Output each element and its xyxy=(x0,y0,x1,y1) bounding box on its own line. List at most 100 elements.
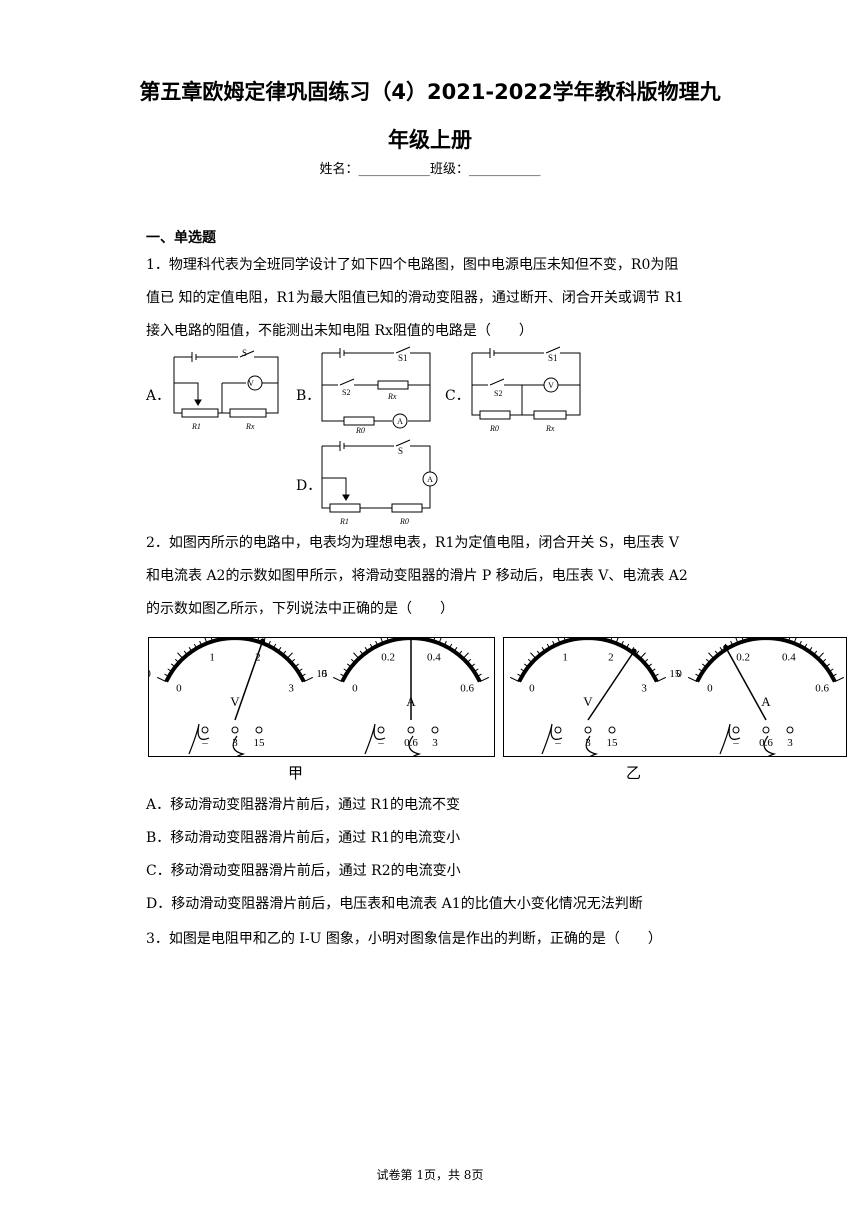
yi-voltmeter-tick xyxy=(536,650,541,656)
jia-ammeter-tick xyxy=(353,652,360,659)
yi-voltmeter-tick xyxy=(541,647,546,652)
jia-ammeter-tick xyxy=(347,663,352,668)
yi-ammeter-tick xyxy=(803,643,808,649)
jia-ammeter-meter: 012300.20.40.6A–0.63 xyxy=(321,620,501,763)
yi-ammeter-tick xyxy=(741,636,744,642)
jia-voltmeter-scale-top-label: 0 xyxy=(149,668,151,680)
jia-ammeter-tick xyxy=(332,676,343,683)
jia-ammeter-tick xyxy=(386,636,389,642)
yi-voltmeter-tick xyxy=(509,676,520,683)
q2-option-c: C．移动滑动变阻器滑片前后，通过 R2的电流变小 xyxy=(146,863,461,879)
yi-voltmeter-terminal-label: – xyxy=(554,737,561,749)
jia-voltmeter-tick xyxy=(290,658,296,664)
yi-ammeter-tick xyxy=(834,676,845,683)
jia-ammeter-scale-bottom-label: 0.2 xyxy=(381,651,395,663)
yi-voltmeter-terminal xyxy=(554,726,562,734)
jia-voltmeter-tick xyxy=(282,650,287,656)
q2-option-d: D．移动滑动变阻器滑片前后，电压表和电流表 A1的比值大小变化情况无法判断 xyxy=(146,896,643,912)
yi-voltmeter-terminal-label: 3 xyxy=(585,737,591,749)
circuit-diagram-d: S A R1 R0 xyxy=(321,439,438,526)
jia-ammeter-tick xyxy=(369,643,374,649)
jia-ammeter-tick xyxy=(466,658,472,664)
jia-voltmeter-tick xyxy=(164,673,170,677)
yi-ammeter-terminal-label: – xyxy=(732,737,739,749)
yi-ammeter-tick xyxy=(798,640,802,646)
yi-ammeter-tick xyxy=(813,650,818,656)
yi-voltmeter-tick xyxy=(610,636,613,642)
yi-ammeter-tick xyxy=(698,668,704,673)
yi-voltmeter-scale-bottom-label: 3 xyxy=(641,683,647,695)
yi-voltmeter-tick xyxy=(635,650,640,656)
yi-ammeter-terminal xyxy=(732,726,740,734)
jia-voltmeter-tick xyxy=(272,643,277,649)
q1-line2: 值已 知的定值电阻，R1为最大阻值已知的滑动变阻器，通过断开、闭合开关或调节 R… xyxy=(146,290,684,306)
rx-label: Rx xyxy=(245,422,255,431)
section-heading: 一、单选题 xyxy=(146,230,216,246)
jia-ammeter-terminal xyxy=(407,726,415,734)
jia-voltmeter-terminal-label: – xyxy=(201,737,208,749)
jia-voltmeter-scale-top-label: 15 xyxy=(316,668,328,680)
yi-ammeter-tick xyxy=(730,640,734,646)
yi-ammeter-tick xyxy=(705,658,711,664)
jia-ammeter-tick xyxy=(343,668,349,673)
yi-voltmeter-terminal xyxy=(584,726,592,734)
meter-panel-jia: 0510150123V–315012300.20.40.6A–0.63 xyxy=(145,620,501,763)
yi-ammeter-scale-top-label: 0 xyxy=(676,668,682,680)
jia-voltmeter-tick xyxy=(277,647,282,652)
yi-ammeter-scale-bottom-label: 0.4 xyxy=(782,651,796,663)
jia-voltmeter-meter: 0510150123V–315 xyxy=(145,620,328,763)
yi-voltmeter-scale-bottom-label: 0 xyxy=(529,683,535,695)
yi-voltmeter-tick xyxy=(527,658,533,664)
q1-option-a-label: A． xyxy=(146,388,171,404)
jia-voltmeter-dial-arc xyxy=(164,635,306,683)
rx-label: Rx xyxy=(545,424,555,433)
yi-ammeter-meter: 012300.20.40.6A–0.63 xyxy=(676,620,856,763)
jia-ammeter-tick xyxy=(364,647,369,652)
jia-voltmeter-tick xyxy=(294,663,299,668)
rx-label: Rx xyxy=(387,392,397,401)
r1-label: R1 xyxy=(339,517,349,526)
switch-s1-label: S1 xyxy=(398,353,408,363)
yi-ammeter-needle-tip xyxy=(723,644,729,650)
q2-line1: 2．如图丙所示的电路中，电表均为理想电表，R1为定值电阻，闭合开关 S，电压表 … xyxy=(146,535,679,551)
voltmeter-v-label: V xyxy=(248,379,254,388)
yi-ammeter-scale-bottom-label: 0 xyxy=(707,683,713,695)
jia-voltmeter-terminal xyxy=(231,726,239,734)
jia-ammeter-terminal xyxy=(377,726,385,734)
jia-ammeter-scale-bottom-label: 0.4 xyxy=(427,651,441,663)
jia-voltmeter-tick xyxy=(210,636,213,642)
yi-voltmeter-tick xyxy=(639,652,646,659)
yi-voltmeter-tick xyxy=(517,673,523,677)
r1-label: R1 xyxy=(191,422,201,431)
r0-label: R0 xyxy=(489,424,499,433)
yi-voltmeter-tick xyxy=(650,668,656,673)
yi-voltmeter-tick xyxy=(620,640,624,646)
switch-s-label: S xyxy=(398,446,403,456)
jia-voltmeter-tick xyxy=(199,640,203,646)
jia-voltmeter-terminal xyxy=(255,726,263,734)
yi-ammeter-tick xyxy=(825,663,830,668)
yi-voltmeter-terminal-label: 15 xyxy=(607,737,619,749)
yi-voltmeter-tick xyxy=(546,643,551,649)
yi-voltmeter-tick xyxy=(653,673,659,677)
jia-ammeter-tick xyxy=(433,636,436,642)
q2-option-a: A．移动滑动变阻器滑片前后，通过 R1的电流不变 xyxy=(146,797,461,813)
jia-voltmeter-scale-bottom-label: 3 xyxy=(288,683,294,695)
yi-ammeter-dial-arc xyxy=(695,635,837,683)
jia-voltmeter-tick xyxy=(156,676,167,683)
yi-voltmeter-tick xyxy=(530,652,537,659)
jia-ammeter-terminal-label: – xyxy=(377,737,384,749)
ammeter-a-label: A xyxy=(427,475,433,484)
jia-voltmeter-tick xyxy=(183,650,188,656)
circuit-diagram-a: S V R1 Rx xyxy=(173,348,279,431)
yi-ammeter-terminal-label: 3 xyxy=(787,737,793,749)
yi-ammeter-tick xyxy=(714,650,719,656)
yi-ammeter-terminal xyxy=(786,726,794,734)
jia-voltmeter-tick xyxy=(300,673,306,677)
jia-voltmeter-scale-bottom-label: 2 xyxy=(255,651,261,663)
yi-voltmeter-needle xyxy=(587,650,635,721)
jia-ammeter-tick xyxy=(458,650,463,656)
r0-label: R0 xyxy=(399,517,409,526)
yi-ammeter-scale-bottom-label: 0.6 xyxy=(815,683,829,695)
jia-ammeter-tick xyxy=(479,676,490,683)
